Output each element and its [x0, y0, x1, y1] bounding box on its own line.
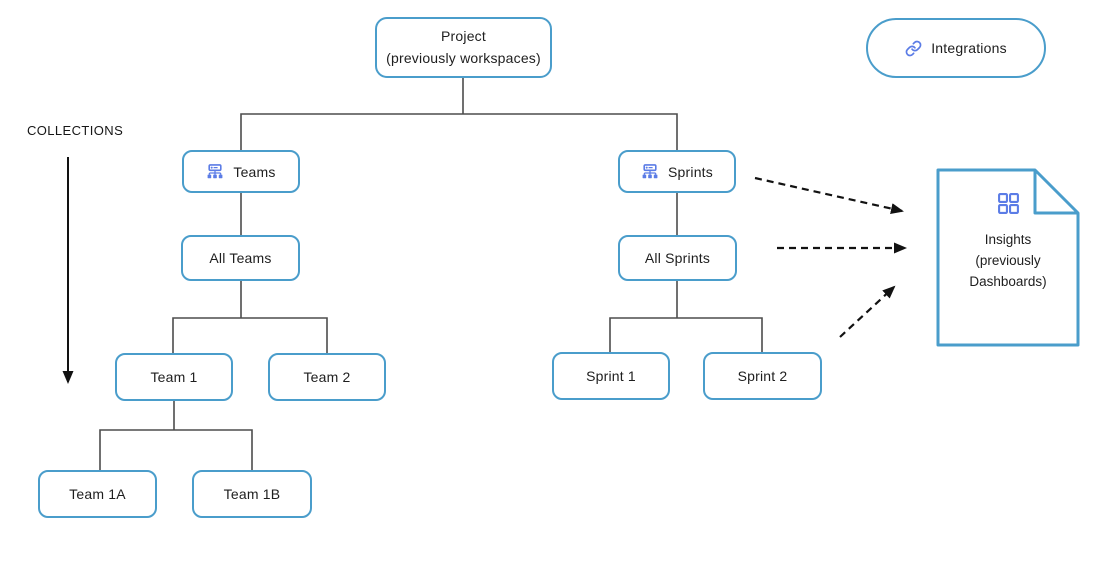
sitemap-icon: [206, 163, 224, 180]
link-icon: [905, 40, 922, 57]
node-project: Project (previously workspaces): [375, 17, 552, 78]
document-shape: [936, 168, 1080, 347]
integrations-label: Integrations: [931, 40, 1007, 56]
project-label-line1: Project: [441, 27, 486, 44]
insights-label-line1: Insights: [984, 231, 1032, 247]
node-sprints: Sprints: [618, 150, 736, 193]
tree-connectors: [99, 78, 763, 470]
team1b-label: Team 1B: [223, 486, 281, 502]
grid-icon: [997, 192, 1020, 222]
team1a-label: Team 1A: [69, 486, 126, 502]
node-insights: Insights (previously Dashboards): [938, 192, 1078, 293]
node-team1b: Team 1B: [192, 470, 312, 518]
insights-label: Insights (previously Dashboards): [969, 230, 1046, 293]
node-all-sprints: All Sprints: [618, 235, 737, 281]
team2-label: Team 2: [303, 369, 351, 385]
teams-label: Teams: [233, 163, 276, 180]
node-teams: Teams: [182, 150, 300, 193]
team1-label: Team 1: [150, 369, 198, 385]
all-teams-label: All Teams: [209, 250, 272, 266]
node-integrations: Integrations: [866, 18, 1046, 78]
insights-label-line2: (previously: [975, 252, 1041, 268]
sitemap-icon: [641, 163, 659, 180]
node-team2: Team 2: [268, 353, 386, 401]
sprints-label: Sprints: [668, 163, 713, 180]
node-all-teams: All Teams: [181, 235, 300, 281]
all-sprints-label: All Sprints: [644, 250, 711, 266]
insights-label-line3: Dashboards): [969, 273, 1047, 289]
dashed-arrow-sprint2-to-insights: [839, 285, 896, 338]
node-team1: Team 1: [115, 353, 233, 401]
collections-label: COLLECTIONS: [27, 123, 124, 138]
node-team1a: Team 1A: [38, 470, 157, 518]
project-label-line2: (previously workspaces): [386, 49, 541, 66]
sprint2-label: Sprint 2: [737, 368, 788, 384]
dashed-arrow-sprints-to-insights: [754, 176, 904, 214]
node-sprint1: Sprint 1: [552, 352, 670, 400]
sprint1-label: Sprint 1: [586, 368, 636, 384]
node-sprint2: Sprint 2: [703, 352, 822, 400]
